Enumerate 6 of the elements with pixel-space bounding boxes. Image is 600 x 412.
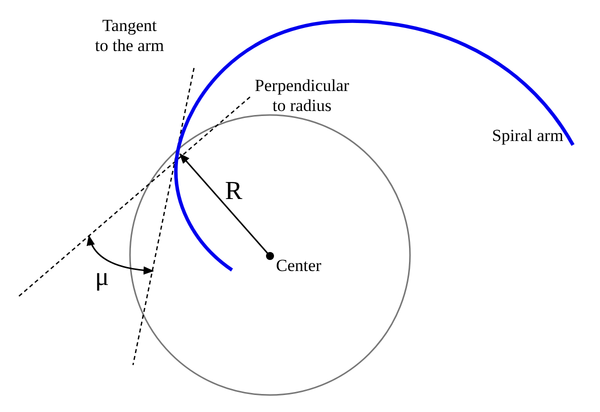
radius-label: R	[225, 176, 244, 206]
angle-label: μ	[95, 262, 110, 292]
tangent-label: Tangent to the arm	[94, 16, 165, 56]
spiral-arm-label: Spiral arm	[492, 126, 564, 146]
perpendicular-label: Perpendicular to radius	[254, 76, 350, 116]
center-label: Center	[276, 256, 322, 276]
